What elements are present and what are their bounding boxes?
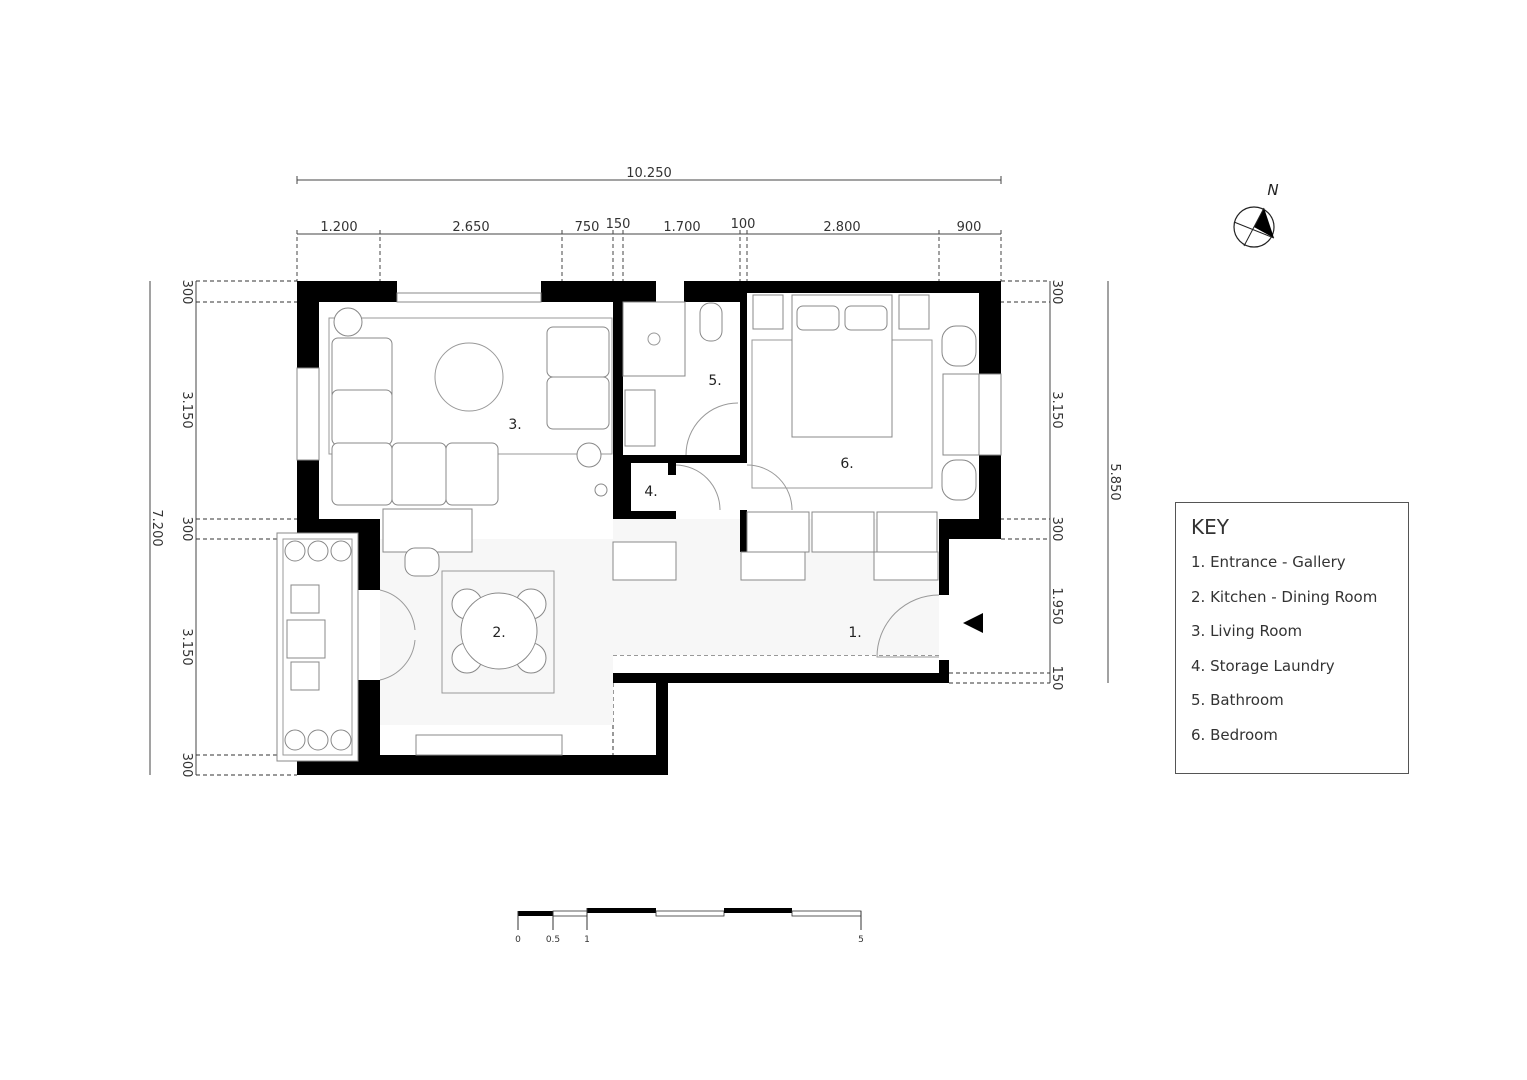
scale-bar: 0 0.5 1 5 [515, 908, 864, 945]
entrance-arrow-icon [963, 613, 983, 633]
dim-label: 900 [957, 220, 982, 235]
north-arrow-icon [1233, 206, 1275, 248]
room-label-entrance: 1. [848, 625, 861, 641]
living-furniture [328, 307, 613, 553]
dim-label: 300 [1049, 280, 1064, 305]
room-label-storage: 4. [644, 484, 657, 500]
key-item: 3. Living Room [1191, 622, 1303, 640]
dim-label: 300 [179, 753, 194, 778]
key-title: KEY [1191, 515, 1229, 539]
key-legend: KEY 1. Entrance - Gallery 2. Kitchen - D… [1175, 502, 1409, 774]
scale-label: 1 [584, 935, 590, 945]
dim-label: 2.650 [452, 220, 489, 235]
dim-label: 5.850 [1107, 463, 1122, 500]
dim-label: 300 [1049, 517, 1064, 542]
dim-label: 1.950 [1049, 587, 1064, 624]
scale-label: 0.5 [546, 935, 560, 945]
room-label-bathroom: 5. [708, 373, 721, 389]
room-label-kitchen: 2. [492, 625, 505, 641]
dim-label: 150 [606, 217, 631, 232]
scale-label: 5 [858, 935, 864, 945]
dim-label: 3.150 [179, 628, 194, 665]
key-item: 5. Bathroom [1191, 691, 1284, 709]
north-label: N [1267, 181, 1278, 199]
key-item: 4. Storage Laundry [1191, 656, 1335, 675]
key-item: 2. Kitchen - Dining Room [1191, 587, 1378, 606]
walls [297, 281, 1001, 775]
scale-label: 0 [515, 935, 521, 945]
dim-label: 750 [575, 220, 600, 235]
dim-label: 3.150 [1049, 391, 1064, 428]
overall-width-label: 10.250 [626, 166, 672, 181]
key-item: 6. Bedroom [1191, 725, 1278, 744]
bedroom-furniture [612, 294, 983, 658]
dim-label: 300 [179, 517, 194, 542]
dim-label: 2.800 [823, 220, 860, 235]
room-label-living: 3. [508, 417, 521, 433]
dim-label: 300 [179, 280, 194, 305]
dim-label: 1.200 [320, 220, 357, 235]
left-dimensions: 7.200 300 3.150 300 3.150 300 [149, 280, 197, 778]
room-label-bedroom: 6. [840, 456, 853, 472]
dim-label: 1.700 [663, 220, 700, 235]
dim-label: 100 [731, 217, 756, 232]
kitchen-furniture [284, 540, 563, 756]
bathroom-furniture [622, 301, 739, 511]
dim-label: 150 [1049, 666, 1064, 691]
right-dimensions: 5.850 300 3.150 300 1.950 150 [1049, 280, 1122, 691]
top-dimensions: 10.250 1.200 2.650 750 150 1.700 100 2.8… [296, 166, 1002, 281]
dim-label: 7.200 [149, 509, 164, 546]
dim-label: 3.150 [179, 391, 194, 428]
key-item: 1. Entrance - Gallery [1191, 553, 1346, 571]
